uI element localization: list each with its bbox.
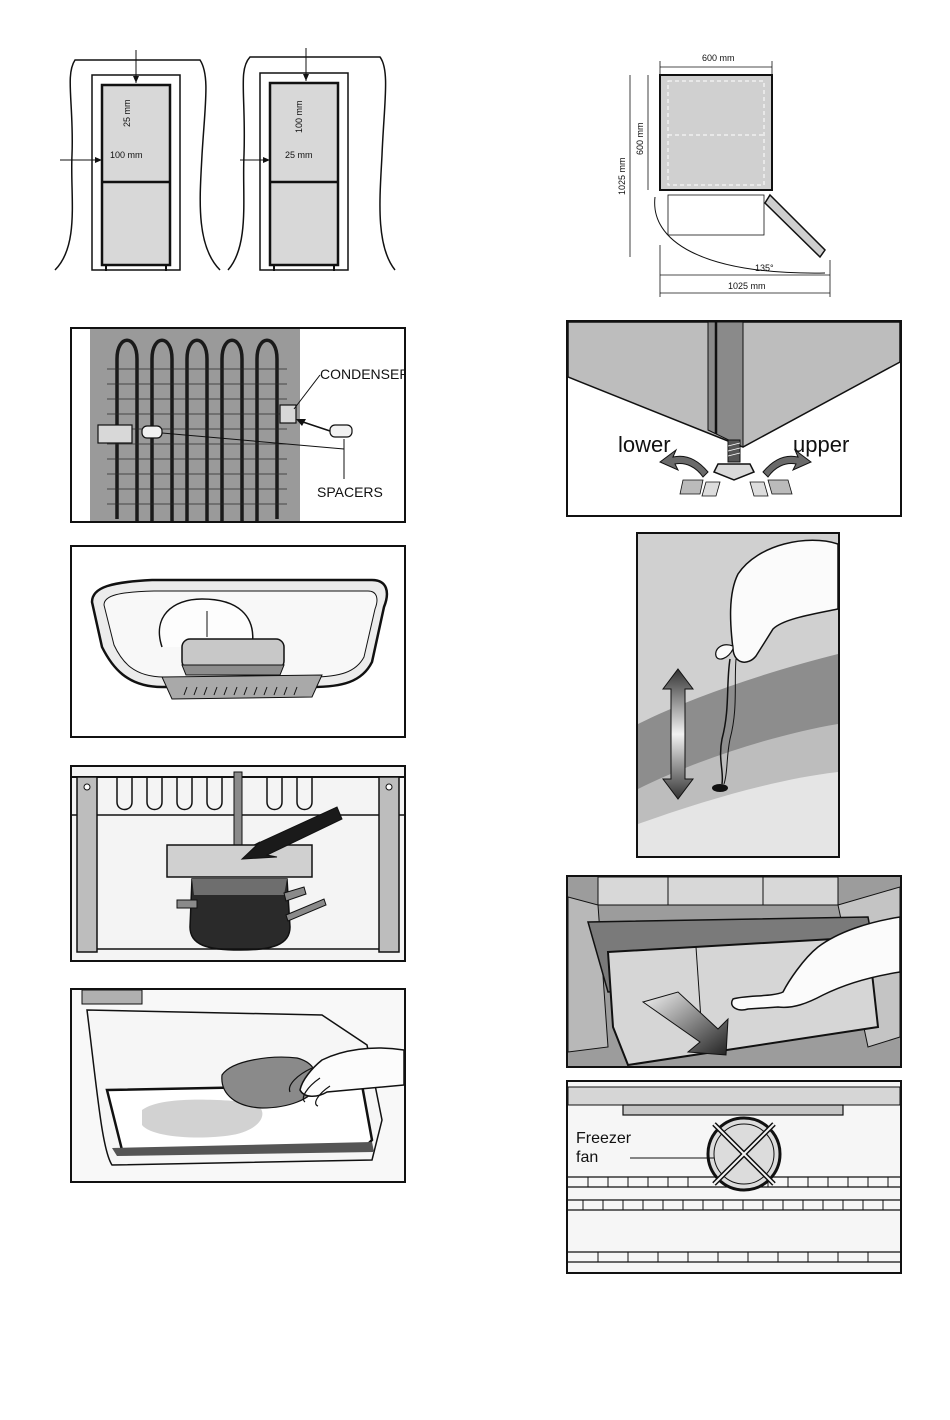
door-angle-label: 135° xyxy=(755,263,774,273)
spacers-label: SPACERS xyxy=(317,484,383,500)
lower-label: lower xyxy=(618,432,671,457)
freezer-fan-panel: Freezer fan xyxy=(566,1080,902,1274)
left-side-gap-label: 100 mm xyxy=(110,150,143,160)
condenser-label: CONDENSER xyxy=(320,366,404,382)
door-width-label: 600 mm xyxy=(702,53,735,63)
clearance-diagram: 25 mm 100 mm 100 mm 25 mm xyxy=(50,45,400,280)
right-side-gap-label: 25 mm xyxy=(285,150,313,160)
total-depth-label: 1025 mm xyxy=(617,157,627,195)
drain-cleaning-panel xyxy=(636,532,840,858)
right-top-gap-label: 100 mm xyxy=(294,100,304,133)
adjustable-feet-panel: lower upper xyxy=(566,320,902,517)
condenser-spacers-panel: CONDENSER SPACERS xyxy=(70,327,406,523)
left-top-gap-label: 25 mm xyxy=(122,99,132,127)
light-cover-panel xyxy=(70,545,406,738)
drip-tray-wipe-panel xyxy=(70,988,406,1183)
compressor-tray-panel xyxy=(70,765,406,962)
upper-label: upper xyxy=(793,432,849,457)
freezer-label-line1: Freezer xyxy=(576,1130,632,1147)
freezer-label-line2: fan xyxy=(576,1149,598,1166)
total-width-label: 1025 mm xyxy=(728,281,766,291)
door-swing-diagram: 600 mm 600 mm 1025 mm 135° 1025 mm xyxy=(610,45,840,300)
door-depth-label: 600 mm xyxy=(635,122,645,155)
crisper-drawer-panel xyxy=(566,875,902,1068)
